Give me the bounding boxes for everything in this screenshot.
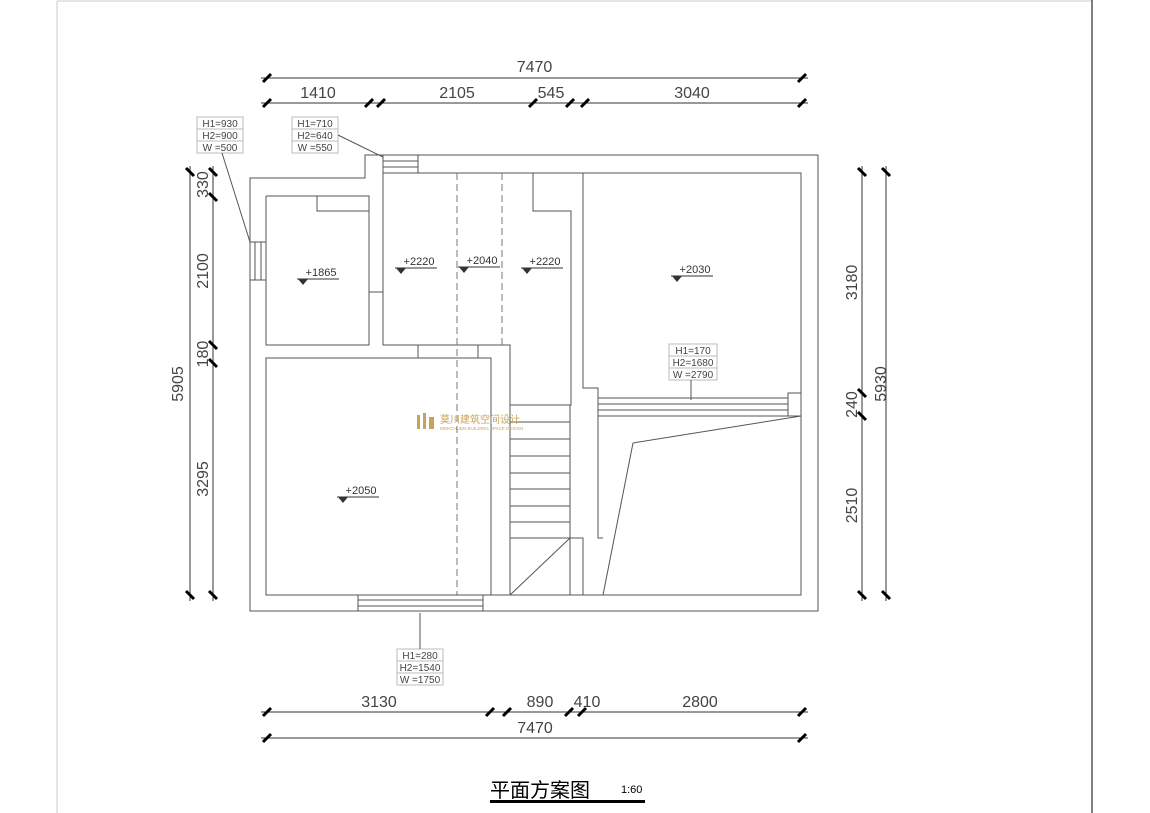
dimension-tick [207, 357, 219, 369]
dimension-label: 1410 [300, 85, 336, 102]
dimension-tick [796, 732, 808, 744]
dimension-tick [261, 732, 273, 744]
dimensions: 7470 1410 2105 545 3040 3130 890 410 2800 7470 330… [170, 59, 892, 744]
dimension-tick [856, 589, 868, 601]
elevation-triangle-icon [396, 268, 406, 274]
dimension-tick [796, 97, 808, 109]
dimension-tick [796, 72, 808, 84]
dimension-tick [261, 706, 273, 718]
dimension-tick [261, 97, 273, 109]
annotation-leader [221, 152, 251, 243]
elevation-label: +2040 [467, 255, 498, 267]
dimension-tick [564, 97, 576, 109]
dimension-tick [184, 589, 196, 601]
dimension-tick [856, 387, 868, 399]
dimension-label: 5905 [170, 366, 187, 402]
dimension-tick [856, 410, 868, 422]
logo-text-en: MOKCHUEN BUILDING SPACE DESIGN [440, 426, 524, 431]
annotation-leader [337, 134, 384, 158]
annotation-label: H1=170 [675, 346, 711, 357]
dimension-label: 5930 [873, 366, 890, 402]
dimension-tick [375, 97, 387, 109]
drawing-title: 平面方案图 [490, 778, 590, 802]
dimension-tick [880, 166, 892, 178]
drawing-scale: 1:60 [621, 784, 643, 796]
elevation-triangle-icon [459, 267, 469, 273]
annotation-label: H2=900 [202, 131, 238, 142]
annotation-box [668, 343, 718, 381]
dimension-label: 545 [538, 85, 565, 102]
dimension-label: 240 [844, 391, 861, 418]
walls [249, 154, 819, 612]
annotation-label: H2=1540 [400, 663, 441, 674]
dimension-tick [576, 706, 588, 718]
elevation-markers: +1865 +2220 +2040 +2220 +2030 +2050 [297, 255, 713, 503]
dimension-label: 3130 [361, 694, 397, 711]
annotation-label: H1=280 [402, 651, 438, 662]
elevation-triangle-icon [298, 279, 308, 285]
logo-icon [417, 413, 434, 429]
annotation-label: H1=930 [202, 119, 238, 130]
dimension-tick [796, 706, 808, 718]
dimension-label: 2100 [195, 253, 212, 289]
dimension-label: 3040 [674, 85, 710, 102]
dimension-label: 2105 [439, 85, 475, 102]
elevation-triangle-icon [672, 276, 682, 282]
dimension-tick [501, 706, 513, 718]
dimension-tick [563, 706, 575, 718]
dimension-label: 3295 [195, 461, 212, 497]
dimension-label: 7470 [517, 720, 553, 737]
annotation-label: W =500 [203, 143, 238, 154]
dimension-tick [880, 589, 892, 601]
annotation-label: H2=1680 [673, 358, 714, 369]
dimension-tick [363, 97, 375, 109]
elevation-label: +2030 [680, 264, 711, 276]
dimension-label: 890 [527, 694, 554, 711]
dimension-tick [579, 97, 591, 109]
staircase [510, 421, 570, 539]
dimension-label: 180 [195, 341, 212, 368]
dimension-label: 7470 [517, 59, 553, 76]
dimension-tick [184, 166, 196, 178]
dimension-label: 2510 [844, 488, 861, 524]
dimension-label: 410 [574, 694, 601, 711]
elevation-triangle-icon [338, 497, 348, 503]
dimension-tick [527, 97, 539, 109]
logo: 莫川建筑空间设计 MOKCHUEN BUILDING SPACE DESIGN [416, 411, 523, 431]
annotation-label: H1=710 [297, 119, 333, 130]
dimension-tick [856, 166, 868, 178]
annotation-box [196, 116, 244, 154]
elevation-label: +2220 [530, 256, 561, 268]
dimension-label: 3180 [844, 265, 861, 301]
title-underline [490, 800, 645, 803]
dimension-tick [207, 191, 219, 203]
dimension-label: 2800 [682, 694, 718, 711]
elevation-triangle-icon [522, 268, 532, 274]
dimension-tick [261, 72, 273, 84]
dimension-tick [484, 706, 496, 718]
annotation-label: W =2790 [673, 370, 714, 381]
elevation-label: +2220 [404, 256, 435, 268]
dimension-tick [207, 339, 219, 351]
dimension-tick [207, 589, 219, 601]
windows [249, 154, 802, 612]
annotation-label: H2=640 [297, 131, 333, 142]
dimension-tick [207, 166, 219, 178]
dimension-label: 330 [195, 171, 212, 198]
annotation-label: W =550 [298, 143, 333, 154]
elevation-label: +2050 [346, 485, 377, 497]
annotation-label: W =1750 [400, 675, 441, 686]
logo-text-cn: 莫川建筑空间设计 [440, 415, 520, 426]
elevation-label: +1865 [306, 267, 337, 279]
